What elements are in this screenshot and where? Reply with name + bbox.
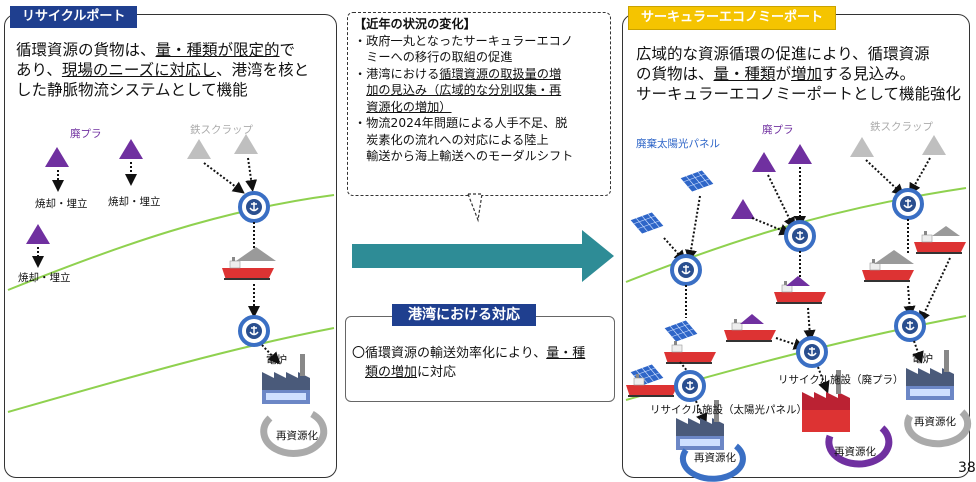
response-tag: 港湾における対応 xyxy=(392,304,536,326)
left-title-tag: リサイクルポート xyxy=(10,6,138,28)
response-box xyxy=(345,316,615,402)
text-segment: する見込み。 xyxy=(822,65,916,83)
left-label-recycle: 再資源化 xyxy=(276,430,318,442)
right-label-solar: 廃棄太陽光パネル xyxy=(636,138,720,150)
text-segment: 現場のニーズに対応し xyxy=(61,61,217,79)
text-segment: 量・種 xyxy=(546,346,586,361)
text-segment: ミーへの移行の取組の促進 xyxy=(354,50,513,64)
text-segment: 増加 xyxy=(791,65,823,83)
text-line: 炭素化の流れへの対応による陸上 xyxy=(354,132,612,149)
text-line: 類の増加に対応 xyxy=(352,363,610,382)
right-label-recycle-2: 再資源化 xyxy=(834,446,876,458)
text-segment: 量・種類が限定的 xyxy=(155,41,280,59)
left-label-burn-2: 焼却・埋立 xyxy=(108,196,161,208)
text-segment: 〇循環資源の輸送効率化により、 xyxy=(352,346,547,361)
right-label-facility-plastic: リサイクル施設（廃プラ） xyxy=(778,374,904,386)
text-segment: あり、 xyxy=(16,61,62,79)
text-line: 輸送から海上輸送へのモーダルシフト xyxy=(354,148,612,165)
text-line: ・港湾における循環資源の取扱量の増 xyxy=(354,66,612,83)
right-description: 広域的な資源循環の促進により、循環資源の貨物は、量・種類が増加する見込み。サーキ… xyxy=(636,44,966,104)
text-segment: 加の見込み（広域的な分別収集・再 xyxy=(366,83,562,97)
left-description: 循環資源の貨物は、量・種類が限定的であり、現場のニーズに対応し、港湾を核とした静… xyxy=(16,40,332,100)
text-segment: 、港湾を核と xyxy=(216,61,310,79)
left-label-haipura: 廃プラ xyxy=(70,128,102,140)
text-line: した静脈物流システムとして機能 xyxy=(16,80,332,100)
right-label-haipura: 廃プラ xyxy=(762,124,794,136)
text-segment: サーキュラーエコノミーポートとして機能強化 xyxy=(636,85,962,103)
right-label-facility-solar: リサイクル施設（太陽光パネル） xyxy=(650,404,807,416)
text-segment: が xyxy=(775,65,792,83)
text-segment: ・政府一丸となったサーキュラーエコノ xyxy=(354,33,574,48)
text-segment: で xyxy=(279,41,296,59)
recent-changes-note: 【近年の状況の変化】・政府一丸となったサーキュラーエコノ ミーへの移行の取組の促… xyxy=(347,12,611,196)
left-label-burn-1: 焼却・埋立 xyxy=(35,198,88,210)
response-text: 〇循環資源の輸送効率化により、量・種 類の増加に対応 xyxy=(352,344,610,382)
right-label-recycle-1: 再資源化 xyxy=(694,452,736,464)
text-segment: 資源化の増加） xyxy=(366,99,452,114)
text-segment: に対応 xyxy=(417,365,457,380)
left-label-iron: 鉄スクラップ xyxy=(190,124,253,136)
left-label-burn-3: 焼却・埋立 xyxy=(18,272,71,284)
text-line: の貨物は、量・種類が増加する見込み。 xyxy=(636,64,966,84)
text-line: ・物流2024年問題による人手不足、脱 xyxy=(354,115,612,132)
text-line: あり、現場のニーズに対応し、港湾を核と xyxy=(16,60,332,80)
text-segment: 循環資源の貨物は、 xyxy=(16,41,156,59)
text-segment: した静脈物流システムとして機能 xyxy=(16,81,248,99)
text-line: 〇循環資源の輸送効率化により、量・種 xyxy=(352,344,610,363)
page-number: 38 xyxy=(958,460,976,476)
right-label-furnace: 電炉 xyxy=(912,353,933,365)
text-segment: 量・種類 xyxy=(713,65,776,83)
text-line: 資源化の増加） xyxy=(354,99,612,116)
left-label-furnace: 電炉 xyxy=(266,354,287,366)
text-segment: ・港湾における xyxy=(354,66,440,81)
recent-changes-text: 【近年の状況の変化】・政府一丸となったサーキュラーエコノ ミーへの移行の取組の促… xyxy=(354,16,612,165)
text-segment: 広域的な資源循環の促進により、循環資源 xyxy=(636,45,930,63)
text-segment: 炭素化の流れへの対応による陸上 xyxy=(354,132,549,147)
text-line: 【近年の状況の変化】 xyxy=(354,16,612,33)
text-segment: 輸送から海上輸送へのモーダルシフト xyxy=(354,149,574,163)
text-line: ・政府一丸となったサーキュラーエコノ xyxy=(354,33,612,50)
right-title-tag: サーキュラーエコノミーポート xyxy=(628,6,837,30)
text-line: ミーへの移行の取組の促進 xyxy=(354,49,612,66)
right-label-recycle-3: 再資源化 xyxy=(914,416,956,428)
text-line: サーキュラーエコノミーポートとして機能強化 xyxy=(636,84,966,104)
right-label-iron: 鉄スクラップ xyxy=(870,121,933,133)
text-segment: ・物流2024年問題による人手不足、脱 xyxy=(354,116,568,130)
text-segment: の貨物は、 xyxy=(636,65,714,83)
text-line: 広域的な資源循環の促進により、循環資源 xyxy=(636,44,966,64)
text-line: 加の見込み（広域的な分別収集・再 xyxy=(354,82,612,99)
text-segment: 循環資源の取扱量の増 xyxy=(439,66,562,81)
text-segment: 類の増加 xyxy=(365,365,418,380)
text-line: 循環資源の貨物は、量・種類が限定的で xyxy=(16,40,332,60)
plastic-facility-icon xyxy=(802,370,850,432)
text-segment: 【近年の状況の変化】 xyxy=(354,17,476,31)
